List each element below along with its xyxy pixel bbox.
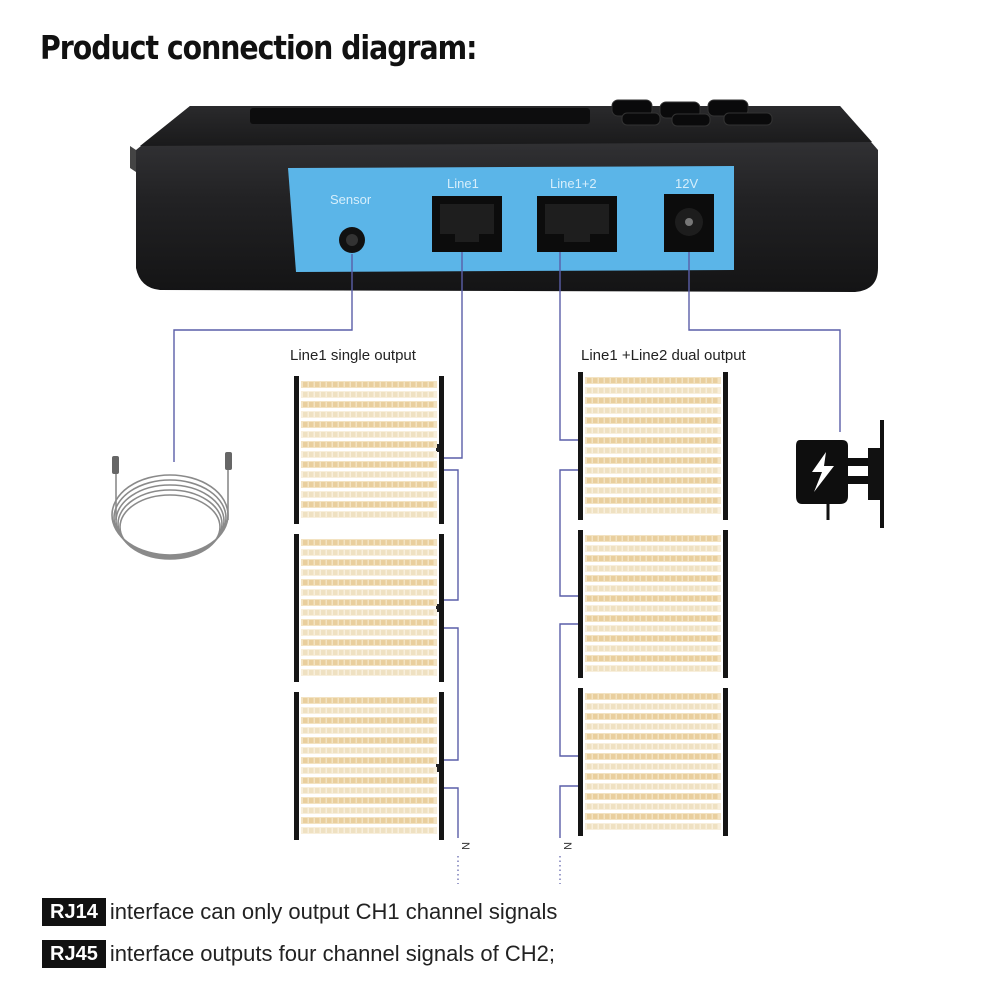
right-led-board-3 bbox=[578, 688, 728, 836]
line1-wire bbox=[443, 252, 463, 459]
right-continuation-label: N bbox=[561, 842, 573, 850]
left-continuation-label: N bbox=[459, 842, 471, 850]
left-chain-1 bbox=[443, 469, 459, 601]
rj14-note-text: interface can only output CH1 channel si… bbox=[109, 899, 558, 924]
rj45-badge: RJ45 bbox=[42, 940, 106, 968]
keypad bbox=[611, 99, 773, 127]
right-chain-2 bbox=[559, 623, 580, 757]
left-led-board-3 bbox=[294, 692, 444, 840]
wires bbox=[173, 252, 841, 838]
page-title: Product connection diagram: bbox=[40, 28, 478, 67]
right-led-board-2 bbox=[578, 530, 728, 678]
line1-port-label: Line1 bbox=[447, 176, 479, 191]
left-chain-3 bbox=[443, 787, 459, 838]
left-led-board-1 bbox=[294, 376, 444, 524]
rj14-badge: RJ14 bbox=[42, 898, 106, 926]
port-panel bbox=[288, 166, 734, 272]
temperature-sensor-cable bbox=[111, 465, 229, 560]
rj45-note-text: interface outputs four channel signals o… bbox=[109, 941, 555, 966]
left-group-label: Line1 single output bbox=[290, 347, 417, 364]
power-port-label: 12V bbox=[675, 176, 698, 191]
power-wire bbox=[688, 252, 841, 432]
line12-rj45-port bbox=[537, 196, 617, 252]
right-group-label: Line1 +Line2 dual output bbox=[581, 347, 747, 364]
note-rj14: RJ14 interface can only output CH1 chann… bbox=[42, 896, 557, 928]
line1-rj14-port bbox=[432, 196, 502, 252]
sensor-port-label: Sensor bbox=[330, 192, 372, 207]
power-adapter bbox=[796, 420, 884, 528]
sensor-wire bbox=[173, 254, 353, 462]
power-port bbox=[664, 194, 714, 252]
right-led-board-1 bbox=[578, 372, 728, 520]
line12-wire bbox=[559, 252, 580, 441]
lcd-screen bbox=[250, 108, 590, 124]
right-chain-3 bbox=[559, 785, 580, 838]
controller-device: Sensor Line1 Line1+2 12V bbox=[130, 99, 878, 292]
sensor-port bbox=[339, 227, 365, 253]
right-chain-1 bbox=[559, 469, 580, 597]
note-rj45: RJ45 interface outputs four channel sign… bbox=[42, 938, 555, 970]
left-led-board-2 bbox=[294, 534, 444, 682]
line12-port-label: Line1+2 bbox=[550, 176, 597, 191]
lightning-icon bbox=[812, 452, 834, 492]
left-chain-2 bbox=[443, 627, 459, 761]
